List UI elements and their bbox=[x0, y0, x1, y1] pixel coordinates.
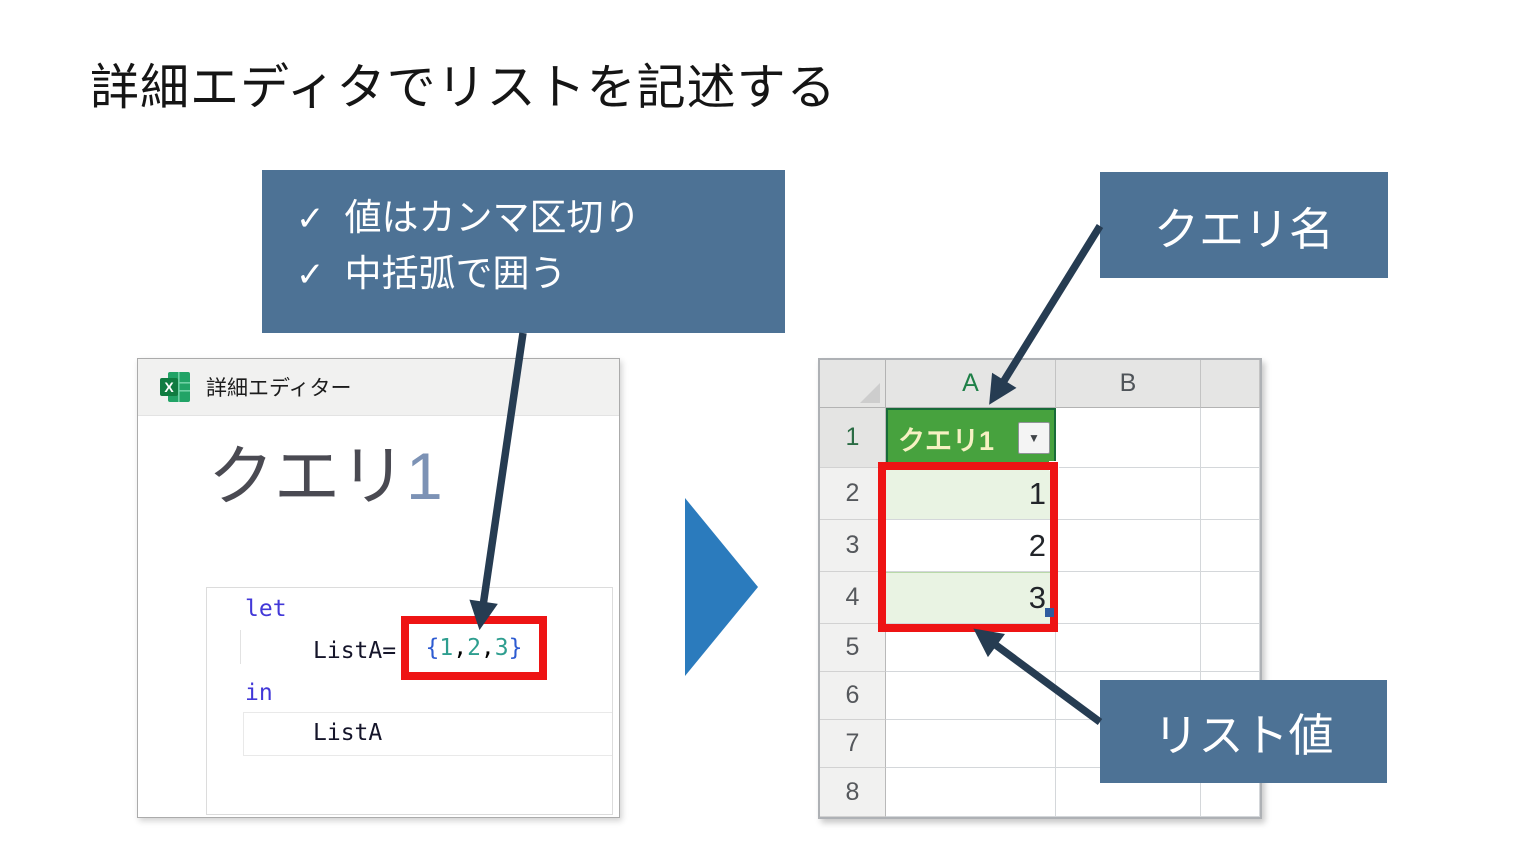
code-list-literal: {1,2,3} bbox=[425, 635, 523, 661]
checklist-item-text: 中括弧で囲う bbox=[344, 253, 567, 295]
checklist-item: ✓ 値はカンマ区切り bbox=[296, 190, 775, 246]
checklist-item-text: 値はカンマ区切り bbox=[344, 197, 641, 238]
callout-list-value: リスト値 bbox=[1100, 680, 1387, 783]
filter-dropdown-button[interactable]: ▼ bbox=[1018, 422, 1050, 454]
cell-b2[interactable] bbox=[1056, 468, 1201, 520]
code-line-guide bbox=[243, 712, 612, 756]
column-header-c[interactable] bbox=[1201, 360, 1260, 408]
cell-a1-table-header[interactable]: クエリ1 ▼ bbox=[886, 408, 1056, 468]
cell-b3[interactable] bbox=[1056, 520, 1201, 572]
row-header-6[interactable]: 6 bbox=[820, 672, 886, 720]
check-icon: ✓ bbox=[296, 200, 325, 238]
select-all-triangle-icon bbox=[860, 383, 880, 403]
row-header-8[interactable]: 8 bbox=[820, 768, 886, 817]
cell-c3[interactable] bbox=[1201, 520, 1260, 572]
cell-b1[interactable] bbox=[1056, 408, 1201, 468]
query-heading-base: クエリ bbox=[208, 439, 406, 513]
row-header-4[interactable]: 4 bbox=[820, 572, 886, 624]
indent-guide-line bbox=[240, 630, 241, 664]
code-keyword-let: let bbox=[245, 596, 287, 622]
row-header-2[interactable]: 2 bbox=[820, 468, 886, 520]
table-header-text: クエリ1 bbox=[898, 425, 995, 456]
query-heading: クエリ1 bbox=[208, 443, 443, 509]
m-code-editor[interactable]: let ListA= {1,2,3} in ListA bbox=[206, 587, 613, 815]
table-resize-handle-blue[interactable] bbox=[1045, 608, 1054, 617]
cell-a2[interactable]: 1 bbox=[886, 468, 1056, 520]
highlight-box-list-literal: {1,2,3} bbox=[401, 616, 547, 680]
cell-c2[interactable] bbox=[1201, 468, 1260, 520]
row-header-3[interactable]: 3 bbox=[820, 520, 886, 572]
cell-a8[interactable] bbox=[886, 768, 1056, 817]
cell-c1[interactable] bbox=[1201, 408, 1260, 468]
code-result: ListA bbox=[313, 720, 383, 746]
page-title: 詳細エディタでリストを記述する bbox=[90, 61, 837, 115]
cell-a3[interactable]: 2 bbox=[886, 520, 1056, 572]
check-icon: ✓ bbox=[296, 256, 325, 295]
highlight-box-list-cells bbox=[878, 462, 1058, 632]
checklist-item: ✓ 中括弧で囲う bbox=[296, 246, 775, 302]
row-header-7[interactable]: 7 bbox=[820, 720, 886, 768]
query-heading-number: 1 bbox=[406, 439, 443, 513]
callout-checklist: ✓ 値はカンマ区切り ✓ 中括弧で囲う bbox=[262, 170, 785, 333]
cell-a7[interactable] bbox=[886, 720, 1056, 768]
svg-text:X: X bbox=[164, 379, 174, 395]
row-header-1[interactable]: 1 bbox=[820, 408, 886, 468]
cell-c5[interactable] bbox=[1201, 624, 1260, 672]
code-keyword-in: in bbox=[245, 680, 273, 706]
advanced-editor-window: X 詳細エディター クエリ1 let ListA= {1,2,3} in Lis… bbox=[137, 358, 620, 818]
cell-a4[interactable]: 3 bbox=[886, 572, 1056, 624]
select-all-corner[interactable] bbox=[820, 360, 886, 408]
column-header-b[interactable]: B bbox=[1056, 360, 1201, 408]
excel-logo-icon: X bbox=[160, 372, 190, 402]
cell-b5[interactable] bbox=[1056, 624, 1201, 672]
callout-list-value-text: リスト値 bbox=[1153, 710, 1334, 761]
cell-c4[interactable] bbox=[1201, 572, 1260, 624]
editor-titlebar: X 詳細エディター bbox=[138, 359, 619, 416]
callout-query-name-text: クエリ名 bbox=[1153, 203, 1334, 255]
code-assignment-lhs: ListA= bbox=[313, 638, 397, 664]
cell-a6[interactable] bbox=[886, 672, 1056, 720]
cell-b4[interactable] bbox=[1056, 572, 1201, 624]
chevron-down-icon: ▼ bbox=[1028, 431, 1040, 445]
callout-query-name: クエリ名 bbox=[1100, 172, 1388, 278]
row-header-5[interactable]: 5 bbox=[820, 624, 886, 672]
column-header-a[interactable]: A bbox=[886, 360, 1056, 408]
editor-window-title: 詳細エディター bbox=[206, 377, 352, 400]
